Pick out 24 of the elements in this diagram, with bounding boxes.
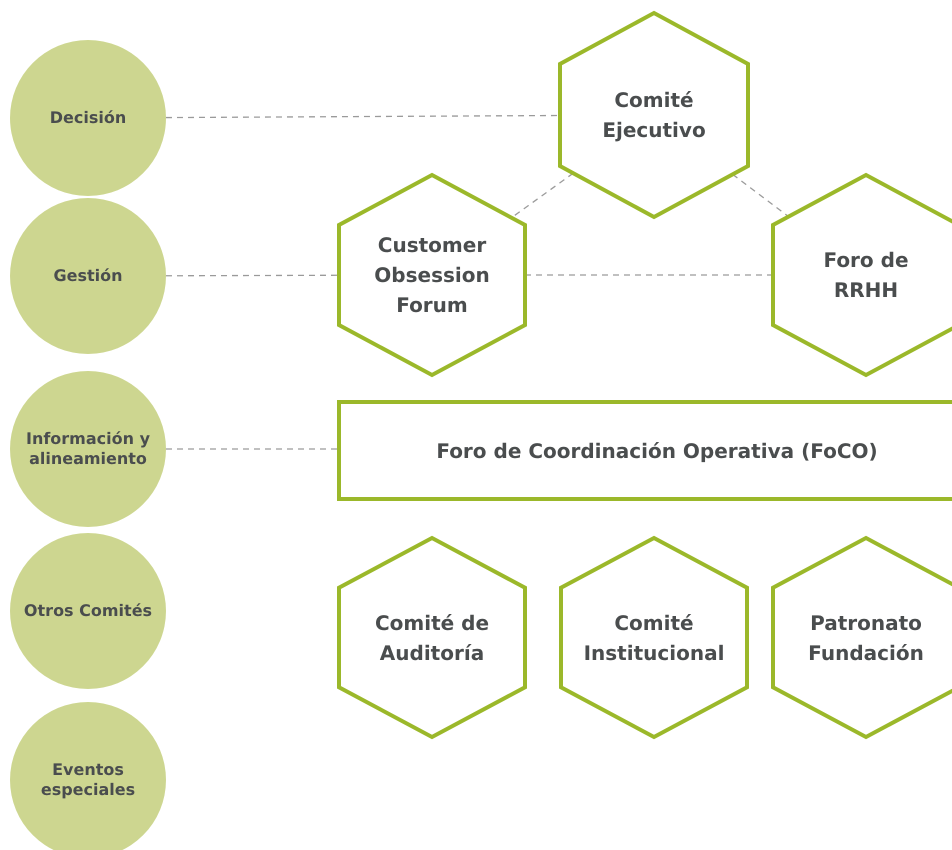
node-label: Foro de RRHH bbox=[822, 247, 910, 304]
hexagon-node bbox=[561, 538, 747, 737]
dashed-connector bbox=[732, 174, 790, 218]
node-label: Otros Comités bbox=[22, 601, 154, 621]
node-label: Comité de Auditoría bbox=[374, 610, 490, 666]
node-label: Decisión bbox=[48, 108, 128, 128]
hexagon-node bbox=[339, 175, 525, 375]
dashed-connector bbox=[525, 274, 773, 276]
node-label: Gestión bbox=[52, 266, 124, 286]
hexagon-node bbox=[560, 13, 748, 217]
node-label: Patronato Fundación bbox=[807, 610, 925, 666]
node-label: Comité Institucional bbox=[582, 610, 726, 666]
dashed-connector bbox=[166, 448, 337, 450]
node-label: Customer Obsession Forum bbox=[373, 232, 491, 319]
node-label: Foro de Coordinación Operativa (FoCO) bbox=[436, 438, 878, 462]
node-label: Información y alineamiento bbox=[24, 429, 151, 469]
hexagon-node bbox=[773, 175, 952, 375]
hexagon-node bbox=[339, 538, 525, 737]
dashed-connector bbox=[166, 274, 339, 276]
dashed-connector bbox=[166, 114, 560, 118]
node-label: Eventos especiales bbox=[40, 760, 136, 800]
hexagon-node bbox=[773, 538, 952, 737]
node-label: Comité Ejecutivo bbox=[601, 87, 707, 144]
forum-box bbox=[337, 400, 952, 501]
